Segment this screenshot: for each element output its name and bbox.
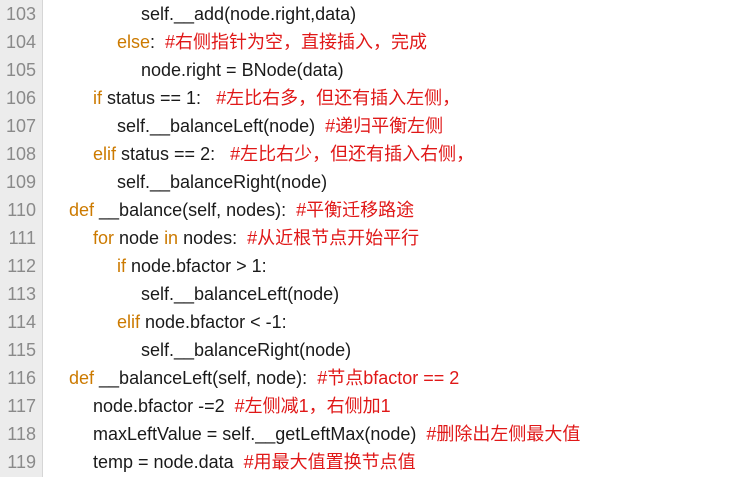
code-text: self.__balanceLeft(node): [141, 280, 339, 308]
code-token: node.bfactor -=2: [93, 396, 235, 416]
line-number: 105: [5, 60, 36, 80]
code-text: for node in nodes: #从近根节点开始平行: [93, 224, 419, 252]
line-number: 112: [7, 256, 36, 276]
code-token: :: [150, 32, 166, 52]
code-line[interactable]: 112 if node.bfactor > 1:: [0, 252, 745, 280]
comment-token: #左比右多，但还有插入左侧，: [216, 88, 461, 108]
comment-token: #删除出左侧最大值: [426, 424, 581, 444]
code-token: status == 2:: [116, 144, 231, 164]
code-line[interactable]: 117 node.bfactor -=2 #左侧减1，右侧加1: [0, 392, 745, 420]
keyword-token: def: [69, 200, 95, 220]
comment-token: #递归平衡左侧: [325, 116, 444, 136]
code-token: status == 1:: [102, 88, 217, 108]
line-number: 116: [7, 368, 36, 388]
line-number: 104: [5, 32, 36, 52]
line-number: 103: [5, 4, 36, 24]
code-text: maxLeftValue = self.__getLeftMax(node) #…: [93, 420, 580, 448]
code-token: maxLeftValue = self.__getLeftMax(node): [93, 424, 427, 444]
code-text: self.__balanceRight(node): [141, 336, 351, 364]
keyword-token: in: [164, 228, 179, 248]
line-number: 108: [5, 144, 36, 164]
line-number: 109: [5, 172, 36, 192]
code-token: node: [114, 228, 165, 248]
code-line[interactable]: 118 maxLeftValue = self.__getLeftMax(node…: [0, 420, 745, 448]
comment-token: #用最大值置换节点值: [243, 452, 416, 472]
code-text: elif node.bfactor < -1:: [117, 308, 287, 336]
code-token: self.__balanceRight(node): [117, 172, 328, 192]
comment-token: #从近根节点开始平行: [247, 228, 420, 248]
code-token: __balance(self, nodes):: [94, 200, 297, 220]
code-line[interactable]: 108 elif status == 2: #左比右少，但还有插入右侧，: [0, 140, 745, 168]
code-text: if status == 1: #左比右多，但还有插入左侧，: [93, 84, 460, 112]
code-line[interactable]: 114 elif node.bfactor < -1:: [0, 308, 745, 336]
code-token: self.__balanceRight(node): [141, 340, 352, 360]
code-text: self.__add(node.right,data): [141, 0, 356, 28]
code-text: def __balance(self, nodes): #平衡迁移路途: [69, 196, 414, 224]
code-text: node.bfactor -=2 #左侧减1，右侧加1: [93, 392, 391, 420]
line-number: 110: [7, 200, 36, 220]
keyword-token: if: [117, 256, 126, 276]
line-number: 106: [5, 88, 36, 108]
comment-token: #左比右少，但还有插入右侧，: [230, 144, 475, 164]
code-token: self.__balanceLeft(node): [117, 116, 326, 136]
code-text: def __balanceLeft(self, node): #节点bfacto…: [69, 364, 459, 392]
keyword-token: elif: [117, 312, 141, 332]
code-text: elif status == 2: #左比右少，但还有插入右侧，: [93, 140, 474, 168]
keyword-token: elif: [93, 144, 117, 164]
line-number-gutter: [0, 0, 43, 477]
code-text: temp = node.data #用最大值置换节点值: [93, 448, 416, 476]
line-number: 113: [7, 284, 36, 304]
comment-token: #平衡迁移路途: [296, 200, 415, 220]
comment-token: #右侧指针为空，直接插入，完成: [165, 32, 428, 52]
comment-token: #左侧减1，右侧加1: [234, 396, 391, 416]
code-line[interactable]: 119 temp = node.data #用最大值置换节点值: [0, 448, 745, 476]
code-token: node.right = BNode(data): [141, 60, 344, 80]
code-token: self.__add(node.right,data): [141, 4, 357, 24]
code-token: __balanceLeft(self, node):: [94, 368, 318, 388]
comment-token: #节点bfactor == 2: [317, 368, 460, 388]
line-number: 119: [7, 452, 36, 472]
code-line[interactable]: 110 def __balance(self, nodes): #平衡迁移路途: [0, 196, 745, 224]
code-token: temp = node.data: [93, 452, 244, 472]
code-text: self.__balanceRight(node): [117, 168, 327, 196]
code-line[interactable]: 105 node.right = BNode(data): [0, 56, 745, 84]
code-token: nodes:: [178, 228, 248, 248]
keyword-token: if: [93, 88, 102, 108]
code-line[interactable]: 115 self.__balanceRight(node): [0, 336, 745, 364]
code-text: else: #右侧指针为空，直接插入，完成: [117, 28, 427, 56]
line-number: 107: [5, 116, 36, 136]
line-number: 118: [7, 424, 36, 444]
code-token: node.bfactor > 1:: [126, 256, 267, 276]
keyword-token: def: [69, 368, 95, 388]
line-number: 111: [8, 228, 36, 248]
line-number: 114: [7, 312, 36, 332]
code-token: self.__balanceLeft(node): [141, 284, 340, 304]
code-line[interactable]: 109 self.__balanceRight(node): [0, 168, 745, 196]
code-line[interactable]: 116 def __balanceLeft(self, node): #节点bfa…: [0, 364, 745, 392]
line-number: 117: [7, 396, 36, 416]
code-line[interactable]: 106 if status == 1: #左比右多，但还有插入左侧，: [0, 84, 745, 112]
code-text: node.right = BNode(data): [141, 56, 344, 84]
code-line[interactable]: 107 self.__balanceLeft(node) #递归平衡左侧: [0, 112, 745, 140]
code-token: node.bfactor < -1:: [140, 312, 287, 332]
code-line[interactable]: 111 for node in nodes: #从近根节点开始平行: [0, 224, 745, 252]
line-number: 115: [7, 340, 36, 360]
code-text: self.__balanceLeft(node) #递归平衡左侧: [117, 112, 443, 140]
code-line[interactable]: 113 self.__balanceLeft(node): [0, 280, 745, 308]
code-line[interactable]: 104 else: #右侧指针为空，直接插入，完成: [0, 28, 745, 56]
keyword-token: for: [93, 228, 115, 248]
code-text: if node.bfactor > 1:: [117, 252, 267, 280]
code-line[interactable]: 103 self.__add(node.right,data): [0, 0, 745, 28]
keyword-token: else: [117, 32, 151, 52]
